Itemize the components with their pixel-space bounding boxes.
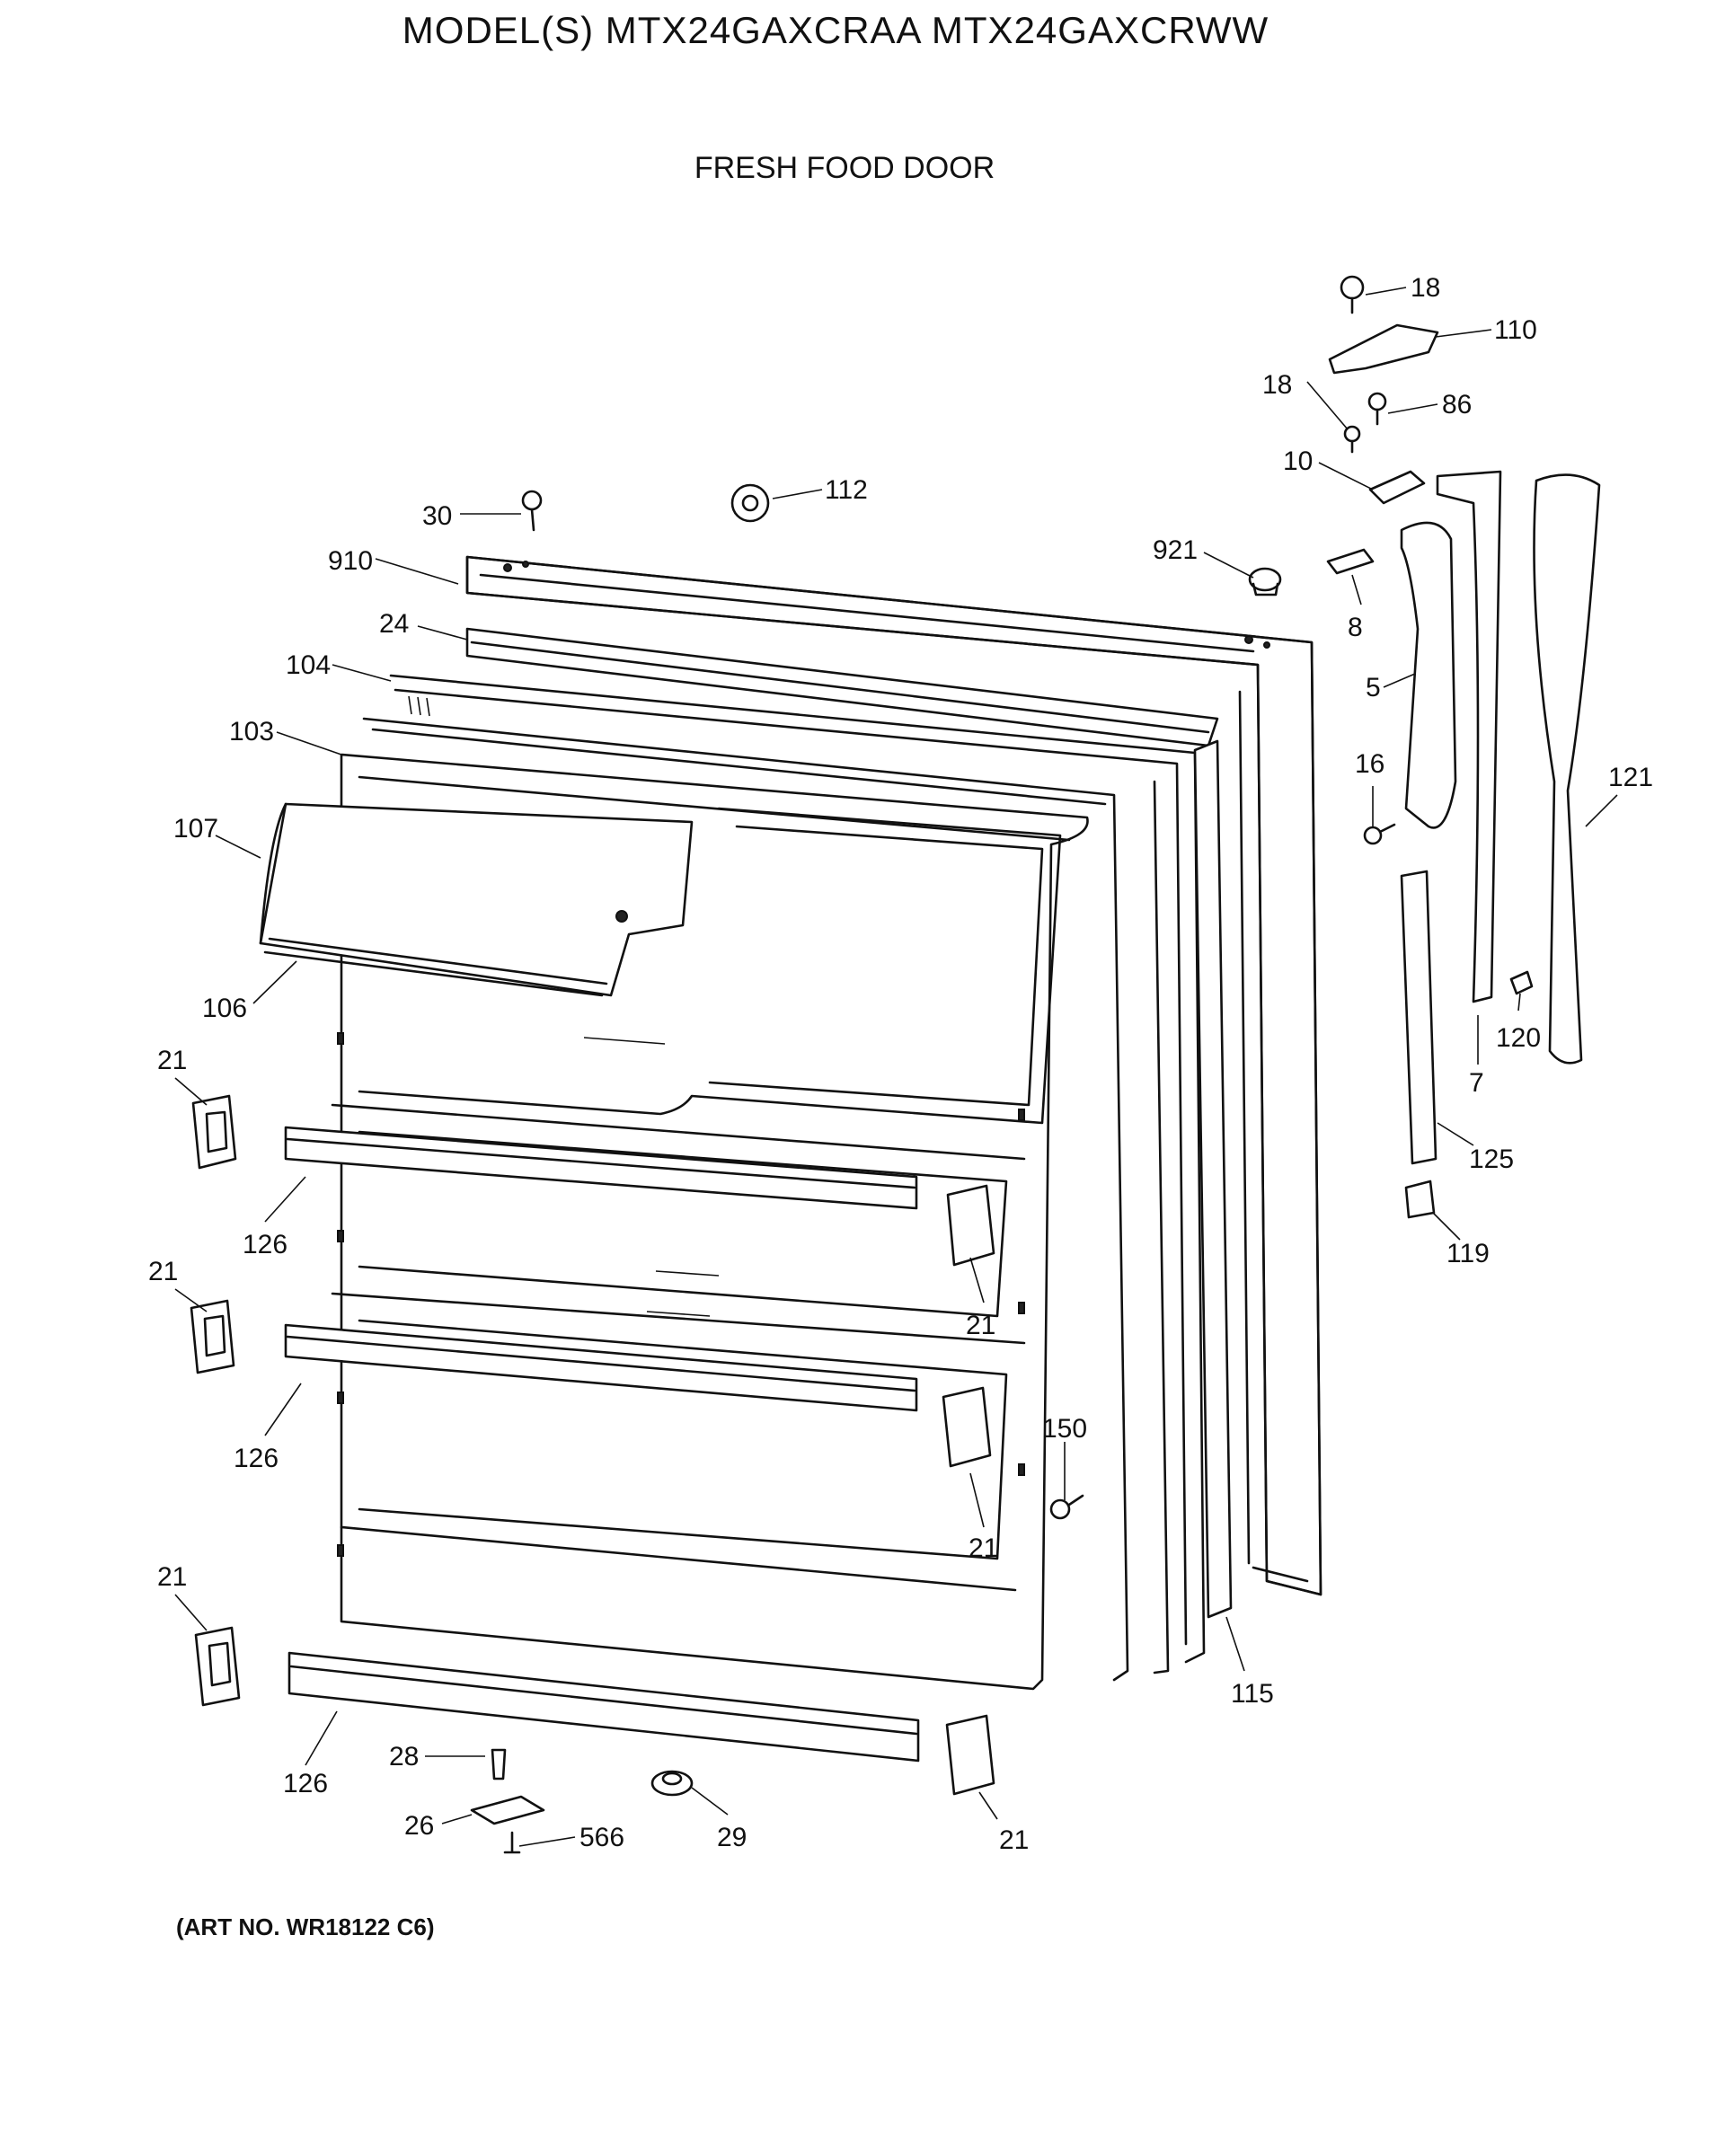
callout-21d: 21 [969, 1533, 998, 1563]
callout-21a: 21 [157, 1046, 187, 1075]
model-title: MODEL(S) MTX24GAXCRAA MTX24GAXCRWW [402, 9, 1269, 51]
end-cap-left-3 [194, 1626, 241, 1707]
handle-mount-5 [1400, 521, 1457, 829]
callout-115: 115 [1231, 1679, 1274, 1709]
callout-16: 16 [1355, 749, 1384, 779]
callout-26: 26 [404, 1811, 434, 1841]
callout-18a: 18 [1411, 273, 1440, 303]
end-cap-right-1 [946, 1184, 995, 1267]
callout-112: 112 [825, 475, 868, 505]
callout-126a: 126 [243, 1230, 288, 1259]
hinge-cover-110 [1328, 323, 1439, 375]
callout-labels: 18 110 18 86 10 30 112 921 910 8 24 104 … [148, 273, 1653, 1855]
callout-126c: 126 [283, 1769, 328, 1798]
callout-24: 24 [379, 609, 409, 639]
callout-107: 107 [173, 814, 218, 844]
pin-120 [1509, 970, 1534, 995]
door-bin-3 [288, 1651, 920, 1763]
section-title: FRESH FOOD DOOR [694, 151, 995, 185]
callout-106: 106 [202, 994, 247, 1023]
end-cap-left-1 [191, 1094, 237, 1170]
door-liner-104 [389, 674, 1206, 1664]
screw-16 [1363, 823, 1396, 845]
hinge-arm-7 [1436, 470, 1502, 1003]
screw-150 [1049, 1494, 1084, 1520]
clip-119 [1404, 1180, 1436, 1219]
callout-21e: 21 [157, 1562, 187, 1592]
door-liner-103 [362, 717, 1170, 1682]
door-handle-121 [1533, 473, 1601, 1065]
plate-26 [470, 1795, 545, 1825]
callout-110: 110 [1494, 315, 1537, 345]
callout-566: 566 [579, 1823, 624, 1852]
leader-lines [174, 287, 1618, 1847]
outer-door-panel [465, 555, 1322, 1596]
callout-921: 921 [1153, 535, 1198, 565]
screw-30 [521, 490, 543, 532]
callout-150: 150 [1042, 1414, 1087, 1444]
gasket-strip-115 [1193, 739, 1233, 1619]
art-number: (ART NO. WR18122 C6) [176, 1913, 435, 1940]
screw-18b [1343, 425, 1361, 454]
callout-910: 910 [328, 546, 373, 576]
callout-28: 28 [389, 1742, 419, 1772]
grommet-29 [650, 1770, 694, 1797]
end-cap-right-2 [942, 1386, 992, 1468]
callout-120: 120 [1496, 1023, 1541, 1053]
screw-566 [503, 1831, 521, 1854]
callout-21f: 21 [999, 1825, 1029, 1855]
callout-21c: 21 [966, 1311, 995, 1340]
callout-30: 30 [422, 501, 452, 531]
callout-121: 121 [1608, 763, 1653, 792]
dairy-compartment-door [259, 802, 694, 997]
callout-18b: 18 [1262, 370, 1292, 400]
inner-door-shell [331, 753, 1089, 1691]
pin-28 [491, 1748, 507, 1780]
callout-125: 125 [1469, 1144, 1514, 1174]
callout-103: 103 [229, 717, 274, 747]
end-cap-left-2 [190, 1299, 235, 1374]
door-bin-1 [284, 1126, 918, 1210]
plug-112 [730, 483, 770, 523]
end-cap-right-3 [945, 1714, 995, 1796]
hinge-screw-18a [1340, 275, 1365, 314]
screw-86 [1367, 392, 1387, 426]
hinge-bracket-10 [1368, 470, 1426, 505]
callout-126b: 126 [234, 1444, 279, 1473]
callout-119: 119 [1446, 1239, 1490, 1268]
callout-8: 8 [1348, 613, 1363, 642]
rail-125 [1400, 870, 1438, 1165]
bracket-8 [1326, 548, 1375, 575]
door-bin-2 [284, 1323, 918, 1412]
callout-104: 104 [286, 650, 331, 680]
plug-921 [1248, 567, 1282, 596]
callout-10: 10 [1283, 446, 1313, 476]
callout-5: 5 [1366, 673, 1381, 702]
callout-7: 7 [1469, 1068, 1484, 1098]
callout-86: 86 [1442, 390, 1472, 420]
callout-29: 29 [717, 1823, 747, 1852]
callout-21b: 21 [148, 1257, 178, 1286]
